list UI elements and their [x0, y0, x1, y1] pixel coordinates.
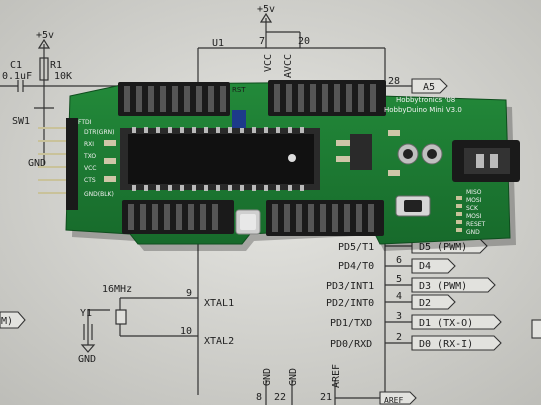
pin-28-number: 28 — [388, 76, 400, 87]
crystal-ref-label: Y1 — [80, 308, 92, 319]
bottom-gnd-2: GND — [288, 368, 299, 386]
chip-ref-label: U1 — [212, 38, 224, 49]
ftdi-pin-txo: TXO — [83, 153, 96, 160]
net-label-d3: D3 (PWM) — [419, 281, 467, 292]
bottom-pin-21: 21 — [320, 392, 332, 403]
net-label-d0: D0 (RX-I) — [419, 339, 473, 350]
schematic-wires — [0, 12, 412, 405]
sw1-ref-label: SW1 — [12, 116, 30, 127]
ftdi-pin-cts: CTS — [84, 177, 96, 184]
pcb-board — [38, 80, 520, 251]
isp-pin-mosi-2: MOSI — [466, 213, 482, 220]
isp-pin-sck: SCK — [466, 205, 479, 212]
pin-num-4: 4 — [396, 291, 402, 302]
net-label-d4: D4 — [419, 261, 431, 272]
ftdi-pin-vcc: VCC — [84, 165, 96, 172]
left-supply-label: +5v — [36, 30, 54, 41]
gnd-crystal-label: GND — [78, 354, 96, 365]
isp-pin-reset: RESET — [466, 221, 486, 228]
net-flags — [0, 78, 541, 405]
isp-pin-mosi: MOSI — [466, 197, 482, 204]
reset-button[interactable] — [404, 200, 422, 212]
isp-pin-miso: MISO — [466, 189, 482, 196]
c1-ref-label: C1 — [10, 60, 22, 71]
ftdi-label: FTDI — [78, 119, 92, 126]
pin-name-pd0: PD0/RXD — [330, 339, 372, 350]
net-flag-d0 — [411, 335, 502, 351]
pwm-left-label: M) — [1, 316, 13, 327]
aref-net-label: AREF — [384, 396, 403, 405]
rst-silk-label: RST — [232, 86, 246, 94]
pin-avcc-number: 20 — [298, 36, 310, 47]
top-header-holes — [124, 84, 376, 112]
pin-name-pd3: PD3/INT1 — [326, 281, 374, 292]
net-label-d1: D1 (TX-O) — [419, 318, 473, 329]
smd-parts — [104, 130, 400, 182]
ftdi-pins — [38, 127, 66, 194]
ftdi-pin-dtr: DTR(GRN) — [84, 129, 114, 136]
net-label-d2: D2 — [419, 298, 431, 309]
ftdi-header — [66, 118, 78, 210]
bottom-gnd-1: GND — [262, 368, 273, 386]
net-label-d5: D5 (PWM) — [419, 242, 467, 253]
c1-value-label: 0.1uF — [2, 71, 32, 82]
bottom-pin-8: 8 — [256, 392, 262, 403]
net-a5-label: A5 — [423, 82, 435, 93]
pin-name-pd4: PD4/T0 — [338, 261, 374, 272]
pin-avcc-label: AVCC — [283, 54, 294, 78]
pin-name-pd5: PD5/T1 — [338, 242, 374, 253]
net-flag-a5 — [411, 78, 448, 94]
edge-flag-right — [531, 319, 541, 339]
pin-10-number: 10 — [180, 326, 192, 337]
net-flag-d4 — [411, 258, 456, 274]
pin-name-pd2: PD2/INT0 — [326, 298, 374, 309]
ftdi-pin-rxi: RXI — [84, 141, 94, 148]
bottom-pin-22: 22 — [274, 392, 286, 403]
top-supply-label: +5v — [257, 4, 275, 15]
r1-ref-label: R1 — [50, 60, 62, 71]
pin-num-6: 6 — [396, 255, 402, 266]
xtal2-label: XTAL2 — [204, 336, 234, 347]
pin-num-3: 3 — [396, 311, 402, 322]
xtal1-label: XTAL1 — [204, 298, 234, 309]
pin-num-2: 2 — [396, 332, 402, 343]
pin-9-number: 9 — [186, 288, 192, 299]
regulator — [350, 134, 372, 170]
brand-line-1: Hobbytronics '08 — [396, 96, 455, 104]
net-flag-d2 — [411, 294, 456, 310]
net-flag-aref — [379, 391, 417, 405]
gnd-left-label: GND — [28, 158, 46, 169]
blue-component — [232, 110, 246, 128]
pin-name-pd1: PD1/TXD — [330, 318, 372, 329]
atmega-chip — [128, 134, 314, 184]
net-flag-pwm-left — [0, 311, 26, 329]
brand-line-2: HobbyDuino Mini V3.0 — [384, 106, 462, 114]
pin-num-5: 5 — [396, 274, 402, 285]
crystal-freq-label: 16MHz — [102, 284, 132, 295]
pin-vcc-label: VCC — [263, 54, 274, 72]
isp-pin-gnd: GND — [466, 229, 480, 236]
net-flag-d1 — [411, 314, 502, 330]
bottom-header-holes — [128, 204, 374, 232]
pin-vcc-number: 7 — [259, 36, 265, 47]
isp-pins — [456, 196, 462, 232]
ftdi-pin-gnd: GND(BLK) — [84, 191, 114, 198]
bottom-aref: AREF — [331, 364, 342, 388]
r1-value-label: 10K — [54, 71, 72, 82]
net-flag-d3 — [411, 277, 496, 293]
